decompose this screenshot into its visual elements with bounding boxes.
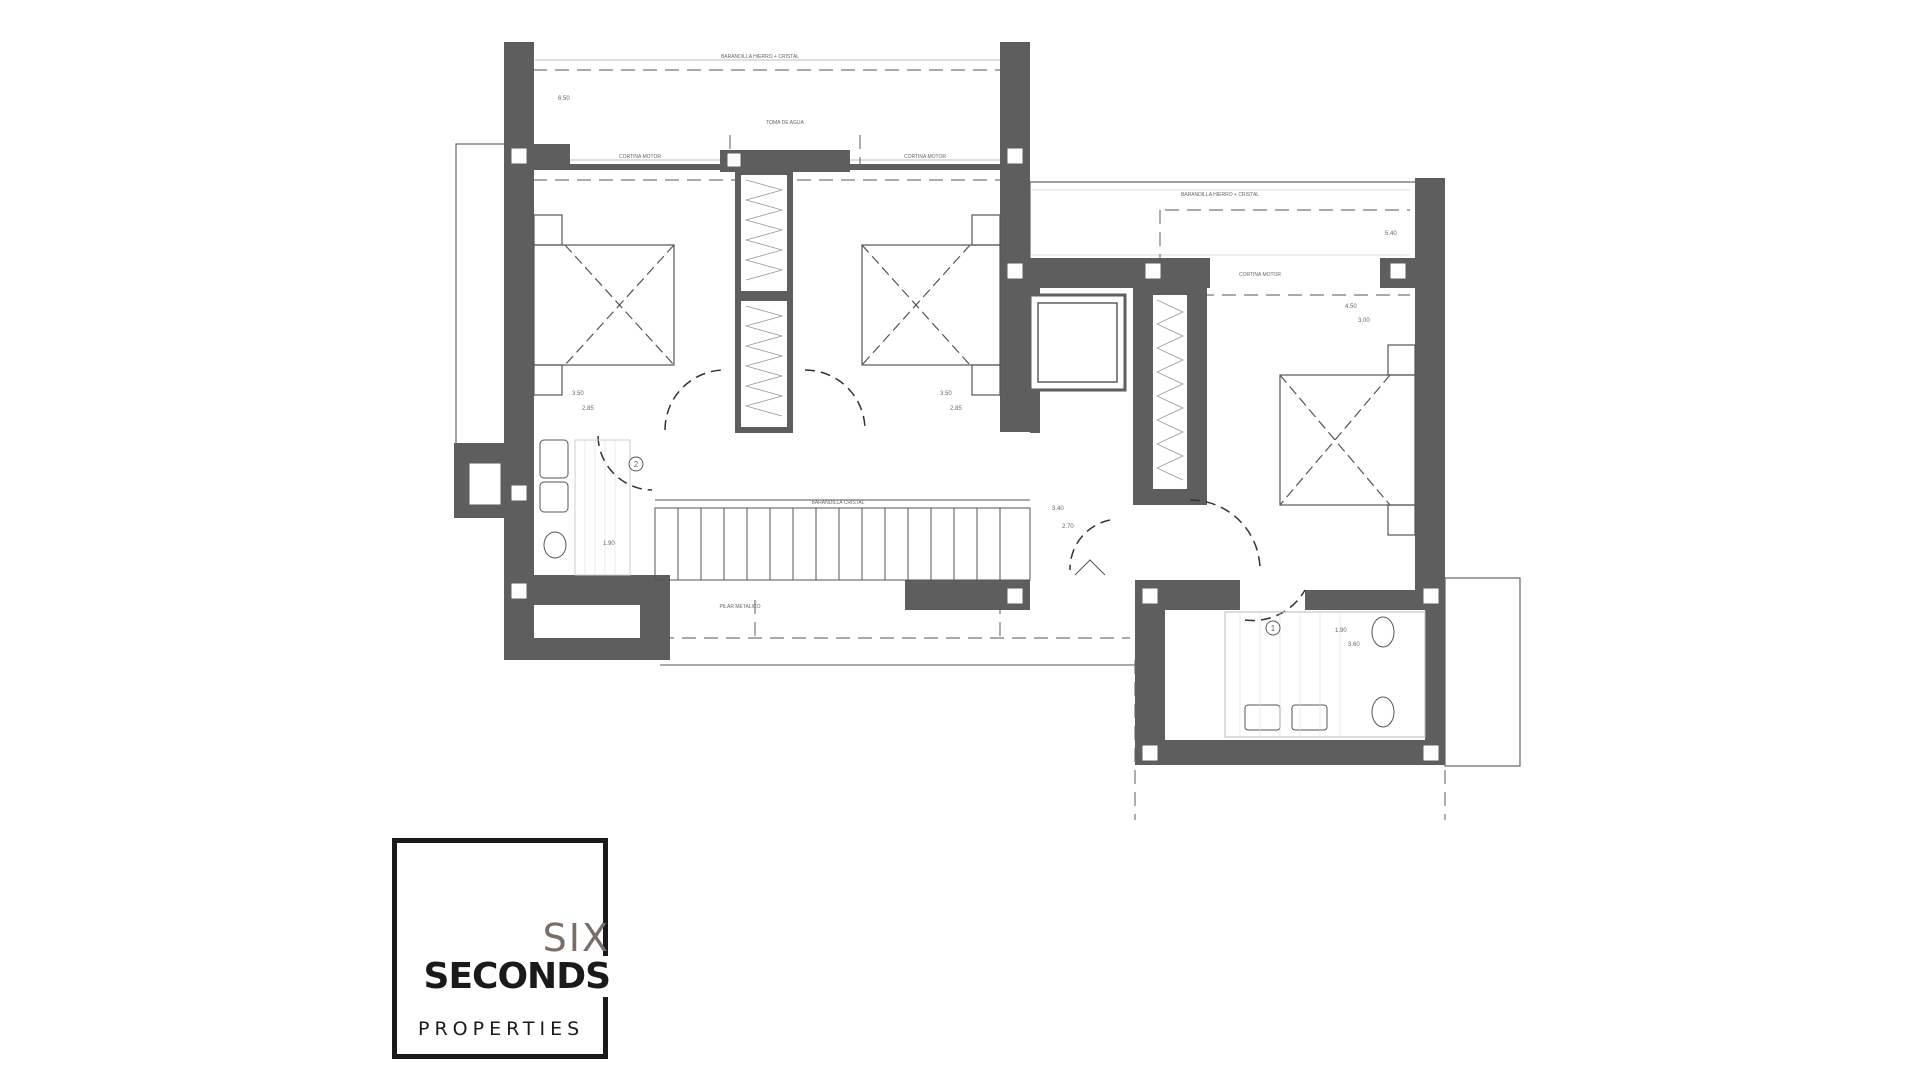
dim-bed1-h: 3.50	[572, 391, 584, 397]
bath1-marker	[1265, 620, 1281, 636]
staircase	[654, 499, 1106, 581]
dim-bath1-v: 1.90	[1335, 628, 1347, 634]
label-pillar: PILAR METALICO	[719, 604, 760, 610]
label-railing-right: BARANDILLA HIERRO + CRISTAL	[1181, 192, 1259, 198]
left-terrace-outline	[455, 143, 507, 445]
wardrobes	[735, 169, 1193, 495]
label-water-tank: TOMA DE AGUA	[766, 120, 804, 126]
label-railing-stair: BARANDILLA CRISTAL	[812, 500, 865, 506]
beds	[533, 214, 1416, 536]
logo-six: SIX	[542, 916, 610, 960]
bath2-number: 2	[634, 460, 639, 469]
bath2-marker	[628, 456, 644, 472]
dim-bed2-h: 3.50	[940, 391, 952, 397]
columns	[468, 147, 1440, 762]
door-swings	[597, 369, 1306, 622]
dim-master: 3.00	[1358, 318, 1370, 324]
walls	[454, 42, 1445, 765]
dim-bed2: 2.85	[950, 406, 962, 412]
six-seconds-logo: SIX SECONDS PROPERTIES	[392, 838, 612, 1059]
bath1-number: 1	[1271, 624, 1276, 633]
logo-properties: PROPERTIES	[418, 1018, 585, 1040]
logo-seconds: SECONDS	[419, 956, 611, 997]
dim-terrace-right: 5.40	[1385, 231, 1397, 237]
terrace-deck-top	[535, 59, 1000, 161]
terrace-deck-right	[1030, 189, 1410, 256]
dim-terrace-top: 6.50	[558, 96, 570, 102]
dim-bath2: 1.90	[603, 541, 615, 547]
lightwell	[1028, 293, 1127, 392]
dim-master-v: 4.50	[1345, 304, 1357, 310]
bath-tiles	[584, 440, 1341, 737]
dim-hall: 2.70	[1062, 524, 1074, 530]
wardrobe-hangers	[744, 179, 1184, 481]
label-motor-left: CORTINA MOTOR	[619, 154, 661, 160]
right-balcony-outline	[1444, 577, 1521, 767]
label-motor-right: CORTINA MOTOR	[904, 154, 946, 160]
label-motor-master: CORTINA MOTOR	[1239, 272, 1281, 278]
dim-bed1: 2.85	[582, 406, 594, 412]
dim-hall-v: 3.40	[1052, 506, 1064, 512]
label-railing-top: BARANDILLA HIERRO + CRISTAL	[721, 54, 799, 60]
dim-bath1: 3.60	[1348, 642, 1360, 648]
